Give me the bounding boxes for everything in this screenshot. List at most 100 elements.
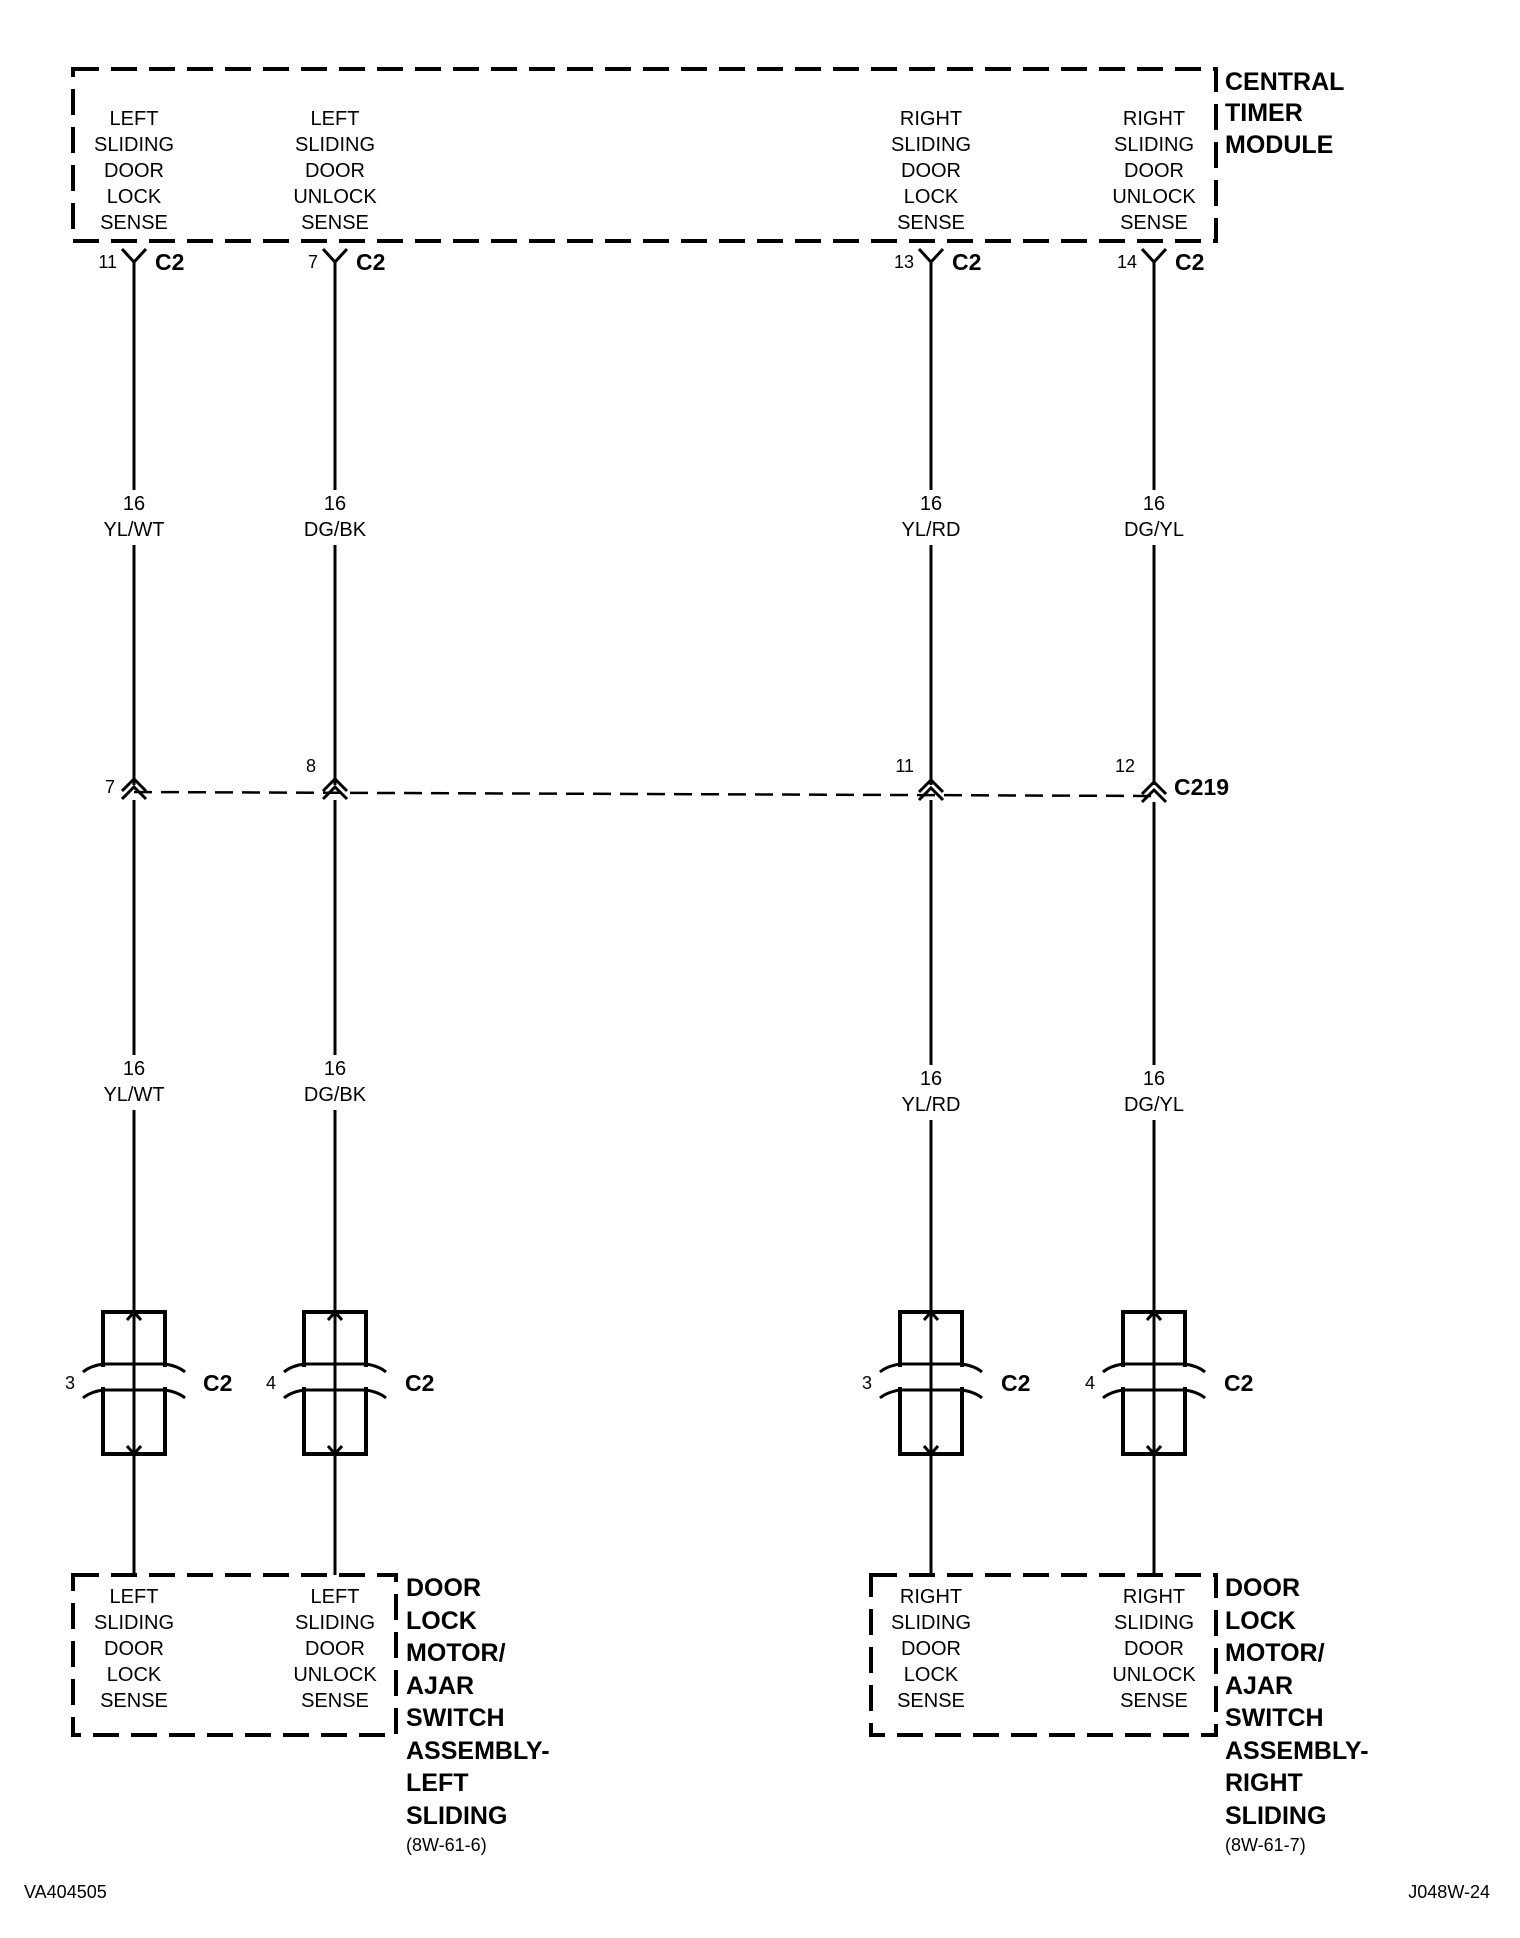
assembly-title-line: ASSEMBLY- (1225, 1737, 1369, 1765)
assembly-title-line: LOCK (1225, 1607, 1296, 1635)
switch-connector-4: 4 C2 (1085, 1309, 1253, 1457)
connector-name: C2 (1224, 1370, 1253, 1396)
connector-seal-bottom (879, 1388, 983, 1400)
assembly-title-line: MOTOR/ (1225, 1639, 1325, 1667)
pin-number: 4 (1085, 1373, 1095, 1393)
ctm-pin-label-2: LEFT SLIDING DOOR UNLOCK SENSE (293, 108, 377, 234)
ctm-box (71, 67, 1218, 243)
inline-terminal-symbol (1140, 779, 1168, 804)
connector-name: C2 (952, 249, 981, 275)
ctm-pin-label-1: LEFT SLIDING DOOR LOCK SENSE (94, 108, 174, 234)
pin-label-line: DOOR (901, 1638, 961, 1660)
ctm-title-line: TIMER (1225, 99, 1303, 127)
inline-terminal-symbol (321, 776, 349, 801)
ctm-pin-label-4: RIGHT SLIDING DOOR UNLOCK SENSE (1112, 108, 1196, 234)
pin-label-line: DOOR (1124, 160, 1184, 182)
pin-number: 13 (894, 252, 914, 272)
terminal-symbol (917, 247, 945, 265)
wire-color: YL/RD (902, 1094, 961, 1116)
connector-arrow-up (1145, 1309, 1163, 1321)
assembly-ref: (8W-61-6) (406, 1835, 487, 1855)
assembly-title-line: LEFT (406, 1769, 469, 1797)
pin-number: 7 (308, 252, 318, 272)
connector-arrow-up (326, 1309, 344, 1321)
right-assembly-pin-label-2: RIGHT SLIDING DOOR UNLOCK SENSE (1112, 1586, 1196, 1712)
connector-seal-top (283, 1362, 387, 1374)
pin-number: 4 (266, 1373, 276, 1393)
pin-label-line: RIGHT (1123, 1586, 1185, 1608)
left-assembly-pin-label-2: LEFT SLIDING DOOR UNLOCK SENSE (293, 1586, 377, 1712)
connector-arrow-up (922, 1309, 940, 1321)
c219-terminal-4: 12 (1115, 756, 1168, 804)
pin-label-line: UNLOCK (293, 186, 377, 208)
connector-name: C2 (1001, 1370, 1030, 1396)
inline-terminal-symbol (917, 777, 945, 802)
pin-label-line: SENSE (1120, 212, 1188, 234)
pin-label-line: LEFT (311, 108, 360, 130)
pin-label-line: DOOR (104, 160, 164, 182)
pin-label-line: UNLOCK (1112, 186, 1196, 208)
pin-label-line: UNLOCK (1112, 1664, 1196, 1686)
footer-right-code: J048W-24 (1408, 1882, 1490, 1902)
connector-arrow-up (125, 1309, 143, 1321)
wire-gauge: 16 (324, 493, 346, 515)
terminal-symbol (120, 247, 148, 265)
pin-label-line: RIGHT (900, 1586, 962, 1608)
pin-number: 14 (1117, 252, 1137, 272)
right-assembly-title: DOOR LOCK MOTOR/ AJAR SWITCH ASSEMBLY- R… (1225, 1574, 1369, 1855)
switch-connector-2: 4 C2 (266, 1309, 434, 1457)
pin-label-line: LEFT (110, 108, 159, 130)
pin-label-line: SLIDING (1114, 1612, 1194, 1634)
terminal-symbol (1140, 247, 1168, 265)
assembly-title-line: LOCK (406, 1607, 477, 1635)
c219-terminal-2: 8 (306, 756, 349, 801)
pin-number: 3 (862, 1373, 872, 1393)
wire-gauge: 16 (920, 493, 942, 515)
assembly-title-line: ASSEMBLY- (406, 1737, 550, 1765)
pin-label-line: LOCK (107, 1664, 162, 1686)
connector-name: C2 (356, 249, 385, 275)
wire-color: DG/BK (304, 519, 367, 541)
pin-label-line: LOCK (904, 186, 959, 208)
pin-number: 11 (895, 756, 914, 776)
wire-gauge: 16 (123, 493, 145, 515)
assembly-title-line: AJAR (406, 1672, 474, 1700)
pin-number: 11 (98, 252, 117, 272)
left-assembly-pin-label-1: LEFT SLIDING DOOR LOCK SENSE (94, 1586, 174, 1712)
pin-label-line: SLIDING (295, 1612, 375, 1634)
pin-label-line: SLIDING (94, 1612, 174, 1634)
inline-terminal-symbol (120, 776, 148, 801)
assembly-title-line: SWITCH (406, 1704, 505, 1732)
ctm-terminal-2: 7 C2 (308, 247, 385, 275)
connector-name: C2 (155, 249, 184, 275)
connector-name: C2 (405, 1370, 434, 1396)
connector-seal-bottom (283, 1388, 387, 1400)
terminal-symbol (321, 247, 349, 265)
pin-label-line: SENSE (1120, 1690, 1188, 1712)
footer-left-code: VA404505 (24, 1882, 107, 1902)
assembly-title-line: MOTOR/ (406, 1639, 506, 1667)
pin-number: 7 (105, 777, 115, 797)
pin-label-line: RIGHT (1123, 108, 1185, 130)
pin-label-line: RIGHT (900, 108, 962, 130)
left-assembly-title: DOOR LOCK MOTOR/ AJAR SWITCH ASSEMBLY- L… (406, 1574, 550, 1855)
c219-connector-name: C219 (1174, 774, 1229, 800)
right-assembly-box (869, 1573, 1218, 1737)
ctm-terminal-1: 11 C2 (98, 247, 184, 275)
wire-gauge: 16 (1143, 1068, 1165, 1090)
pin-label-line: LOCK (904, 1664, 959, 1686)
connector-name: C2 (203, 1370, 232, 1396)
pin-label-line: LOCK (107, 186, 162, 208)
assembly-title-line: SLIDING (406, 1802, 507, 1830)
c219-terminal-1: 7 (105, 776, 148, 801)
connector-seal-bottom (82, 1388, 186, 1400)
pin-label-line: SLIDING (295, 134, 375, 156)
ctm-pin-label-3: RIGHT SLIDING DOOR LOCK SENSE (891, 108, 971, 234)
pin-label-line: SENSE (897, 1690, 965, 1712)
c219-connector-line (133, 790, 1155, 798)
pin-label-line: SLIDING (1114, 134, 1194, 156)
pin-label-line: SENSE (301, 212, 369, 234)
pin-label-line: SLIDING (891, 134, 971, 156)
connector-seal-bottom (1102, 1388, 1206, 1400)
